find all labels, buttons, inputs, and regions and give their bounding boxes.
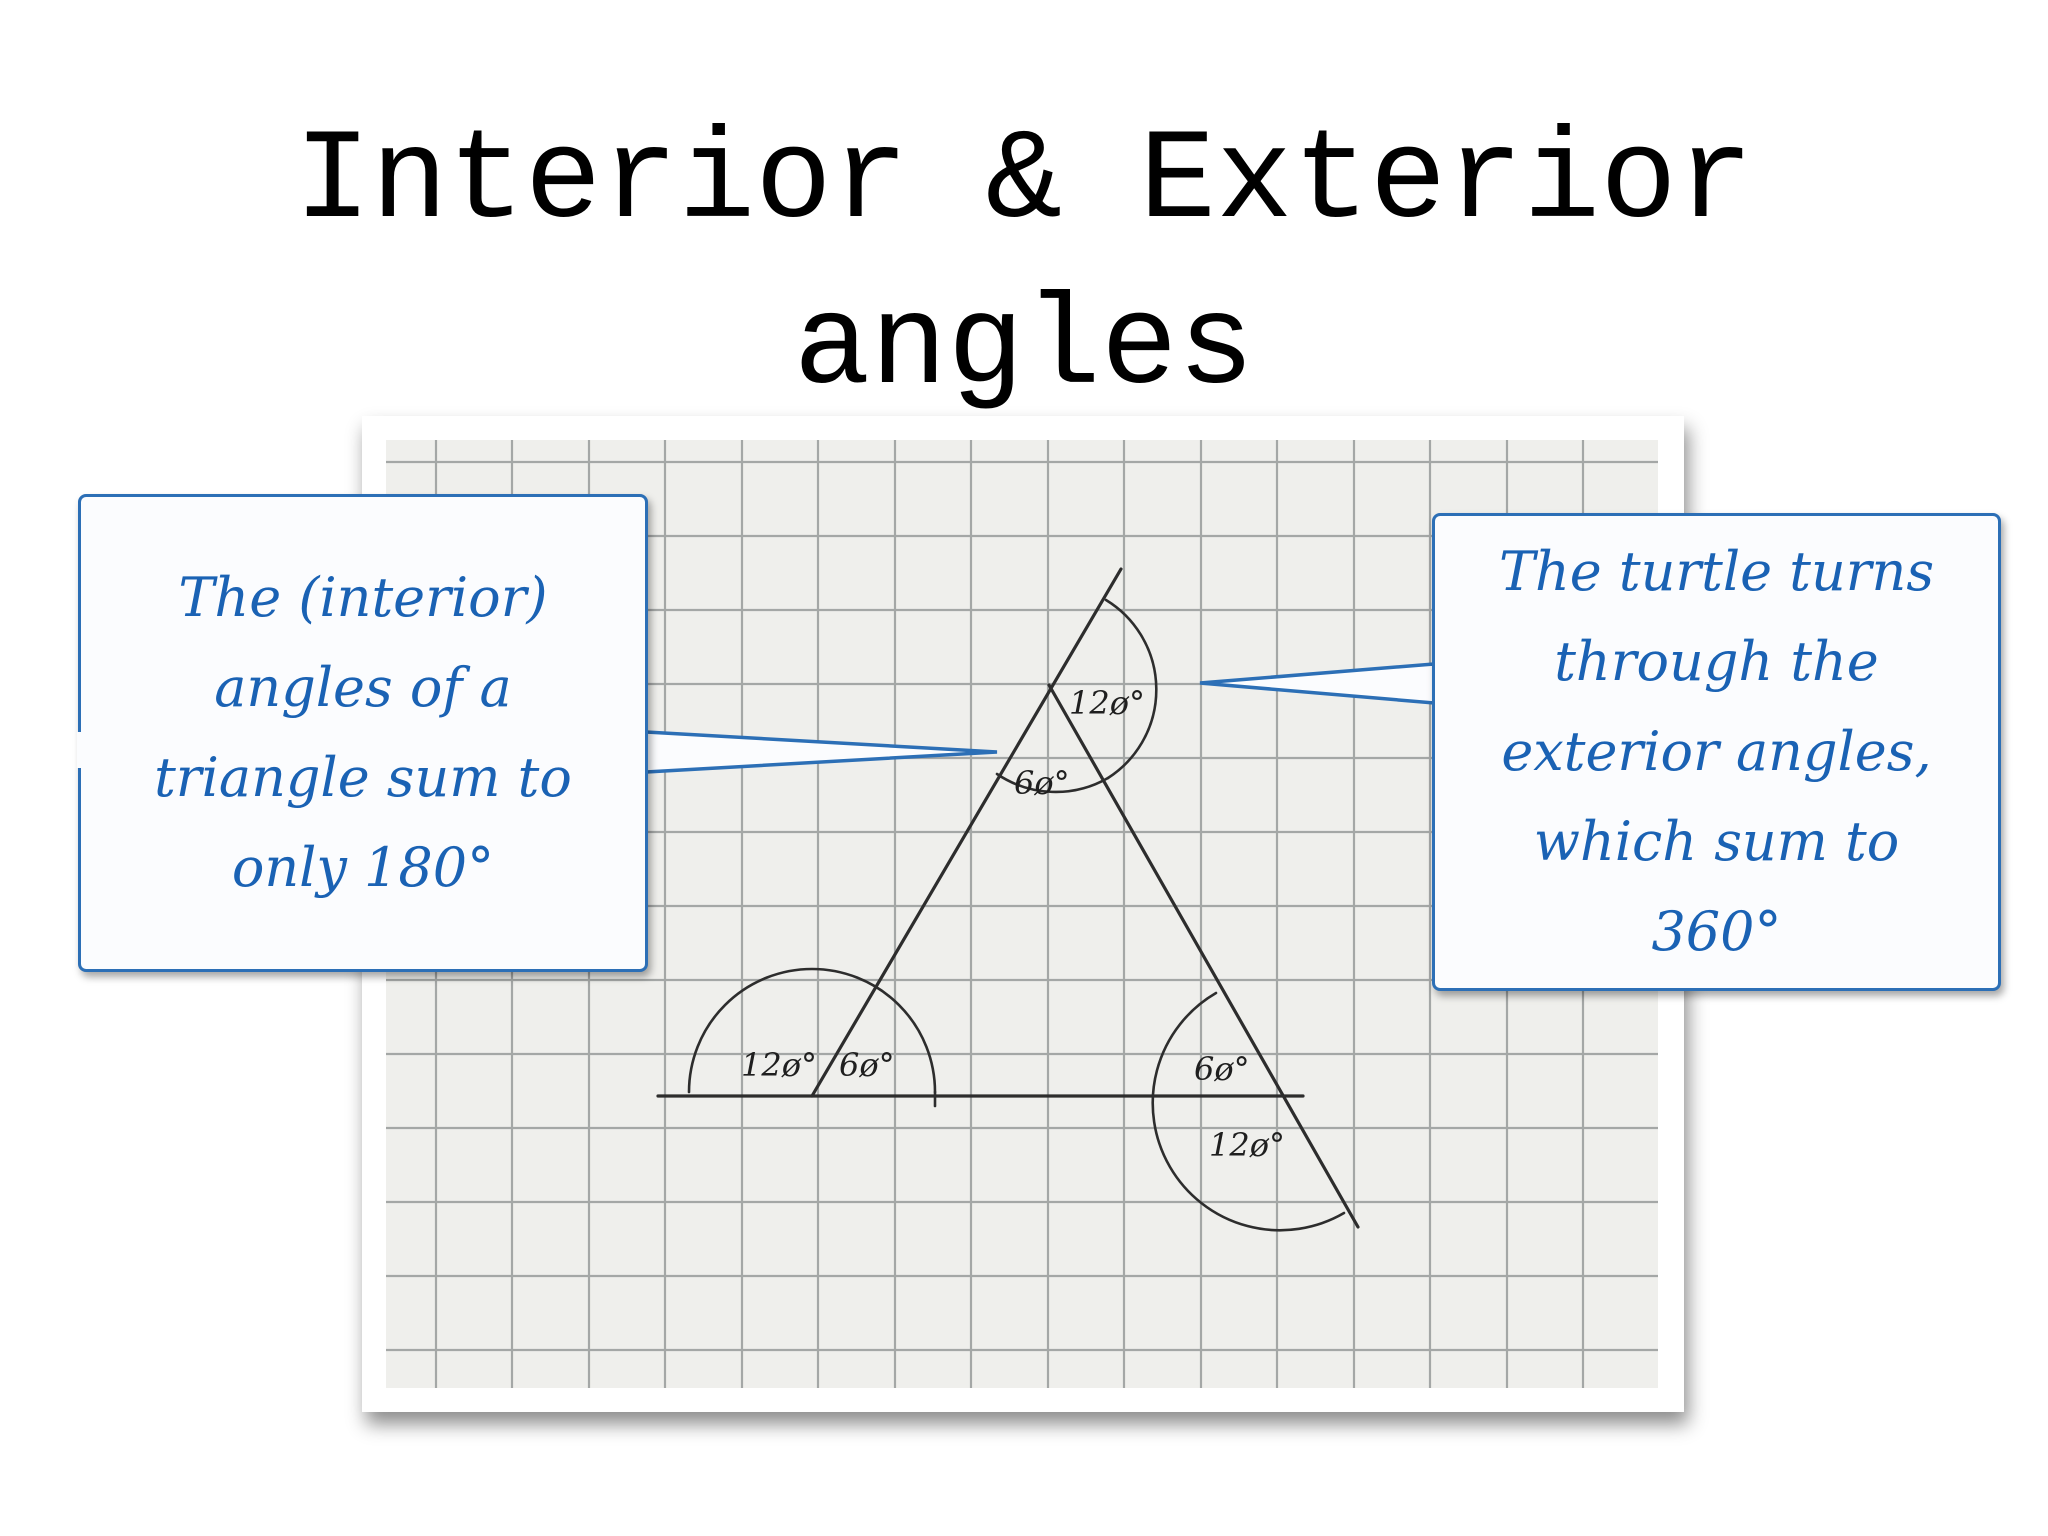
callout-left-line-1: The (interior): [178, 566, 548, 629]
top-exterior-arc: [1104, 598, 1158, 780]
callout-right-line-3: exterior angles,: [1501, 720, 1932, 783]
angle-label-bottom-left-interior: 6ø°: [839, 1046, 895, 1084]
angle-labels: 12ø° 6ø° 12ø° 6ø° 6ø° 12ø°: [741, 684, 1285, 1164]
triangle-left-side: [810, 567, 1123, 1098]
angle-label-bottom-right-exterior: 12ø°: [1209, 1126, 1285, 1164]
angle-label-bottom-left-exterior: 12ø°: [741, 1046, 817, 1084]
interior-angles-callout-text: The (interior) angles of a triangle sum …: [154, 553, 572, 913]
callout-left-line-4: only 180°: [231, 836, 495, 899]
callout-left-line-3: triangle sum to: [154, 746, 572, 809]
callout-right-line-5: 360°: [1651, 900, 1782, 963]
callout-right-line-2: through the: [1554, 630, 1879, 693]
top-interior-arc: [995, 772, 1110, 794]
callout-right-line-1: The turtle turns: [1498, 540, 1935, 603]
title-line-1: Interior & Exterior: [294, 110, 1754, 255]
exterior-angles-callout-text: The turtle turns through the exterior an…: [1499, 527, 1934, 977]
angle-arcs: [687, 598, 1346, 1232]
bottom-right-arc: [1151, 991, 1346, 1232]
angle-label-bottom-right-interior: 6ø°: [1194, 1050, 1250, 1088]
triangle-lines: [656, 567, 1360, 1229]
interior-angles-callout: The (interior) angles of a triangle sum …: [77, 494, 648, 972]
callout-right-line-4: which sum to: [1533, 810, 1900, 873]
exterior-angles-callout: The turtle turns through the exterior an…: [1432, 513, 2001, 991]
slide-title: Interior & Exterior angles: [0, 100, 2048, 432]
bottom-left-exterior-arc: [687, 967, 937, 1094]
angle-label-top-interior: 6ø°: [1014, 764, 1070, 802]
triangle-right-side: [1047, 683, 1360, 1229]
left-pointer-join: [77, 732, 85, 768]
callout-left-line-2: angles of a: [214, 656, 512, 719]
angle-label-top-exterior: 12ø°: [1069, 684, 1145, 722]
title-line-2: angles: [793, 276, 1255, 421]
